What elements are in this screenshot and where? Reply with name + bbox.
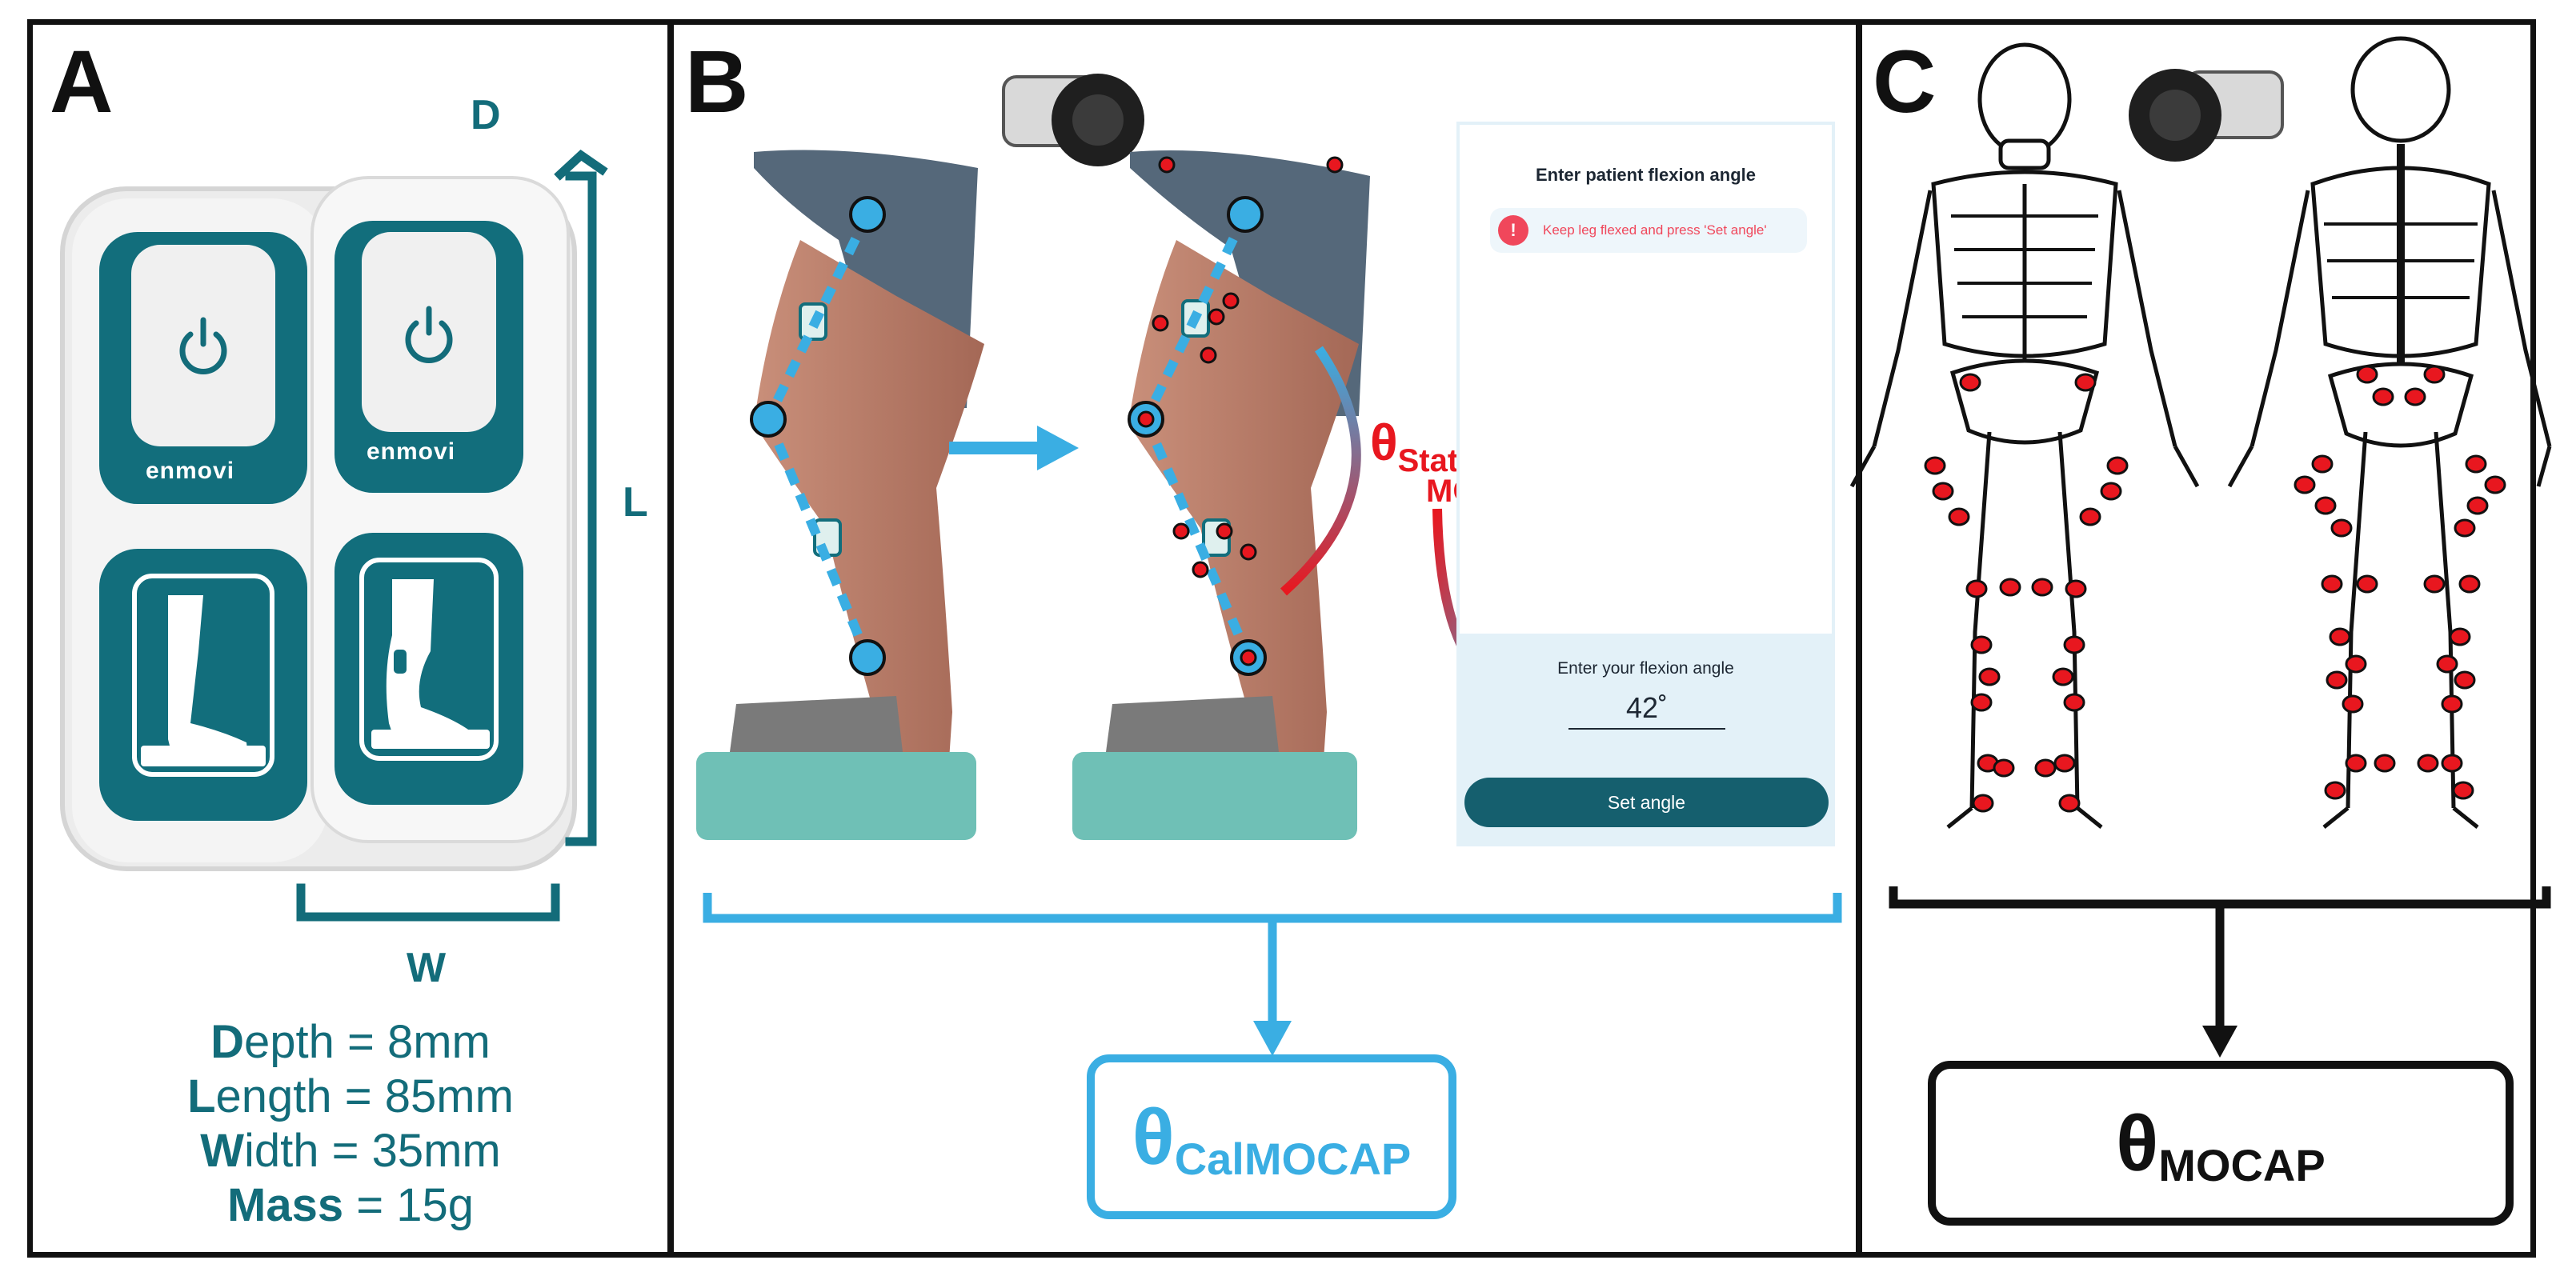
arrow-down-icon-c — [2202, 1026, 2237, 1058]
flexion-prompt: Enter your flexion angle — [1557, 659, 1734, 678]
panel-c — [1856, 19, 2536, 1258]
app-screen: Enter patient flexion angle ! Keep leg f… — [1456, 122, 1835, 846]
arrow-right-icon — [949, 426, 1079, 470]
alert-icon: ! — [1498, 215, 1528, 246]
length-label: L — [623, 479, 648, 526]
panel-letter-a: A — [50, 33, 114, 131]
spec-width: Width = 35mm — [200, 1125, 501, 1177]
mocap-camera-icon — [1002, 74, 1144, 166]
mocap-camera-icon-c — [2129, 69, 2284, 162]
skeleton-back-icon — [2227, 36, 2552, 829]
flexion-angle-input[interactable]: 42˚ — [1568, 691, 1725, 730]
leg-icon — [141, 595, 266, 766]
knee-sensor-icon — [371, 579, 490, 749]
static-angle-arc — [1280, 346, 1361, 596]
bracket-b — [703, 893, 1842, 1026]
dimension-brackets — [296, 149, 608, 922]
power-icon — [179, 306, 453, 374]
spec-depth: Depth = 8mm — [210, 1016, 491, 1068]
arrow-down-icon — [1253, 1021, 1292, 1056]
panel-letter-c: C — [1873, 33, 1937, 131]
spec-length: Length = 85mm — [187, 1070, 514, 1122]
device-brand-left: enmovi — [146, 458, 235, 484]
leg-photo-mocap — [1072, 150, 1370, 840]
app-alert: ! Keep leg flexed and press 'Set angle' — [1490, 208, 1807, 253]
skeleton-front-icon — [1849, 42, 2200, 829]
spec-mass: Mass = 15g — [227, 1179, 474, 1231]
device-brand-right: enmovi — [367, 438, 456, 465]
alert-text: Keep leg flexed and press 'Set angle' — [1543, 222, 1767, 238]
mocap-markers — [1924, 365, 2506, 813]
leg-photo-sensor — [696, 150, 984, 840]
width-label: W — [407, 945, 447, 991]
depth-label: D — [471, 92, 501, 138]
panel-letter-b: B — [685, 33, 749, 131]
app-title: Enter patient flexion angle — [1535, 165, 1757, 185]
bracket-c — [1889, 886, 2551, 1027]
set-angle-button[interactable]: Set angle — [1464, 778, 1829, 827]
